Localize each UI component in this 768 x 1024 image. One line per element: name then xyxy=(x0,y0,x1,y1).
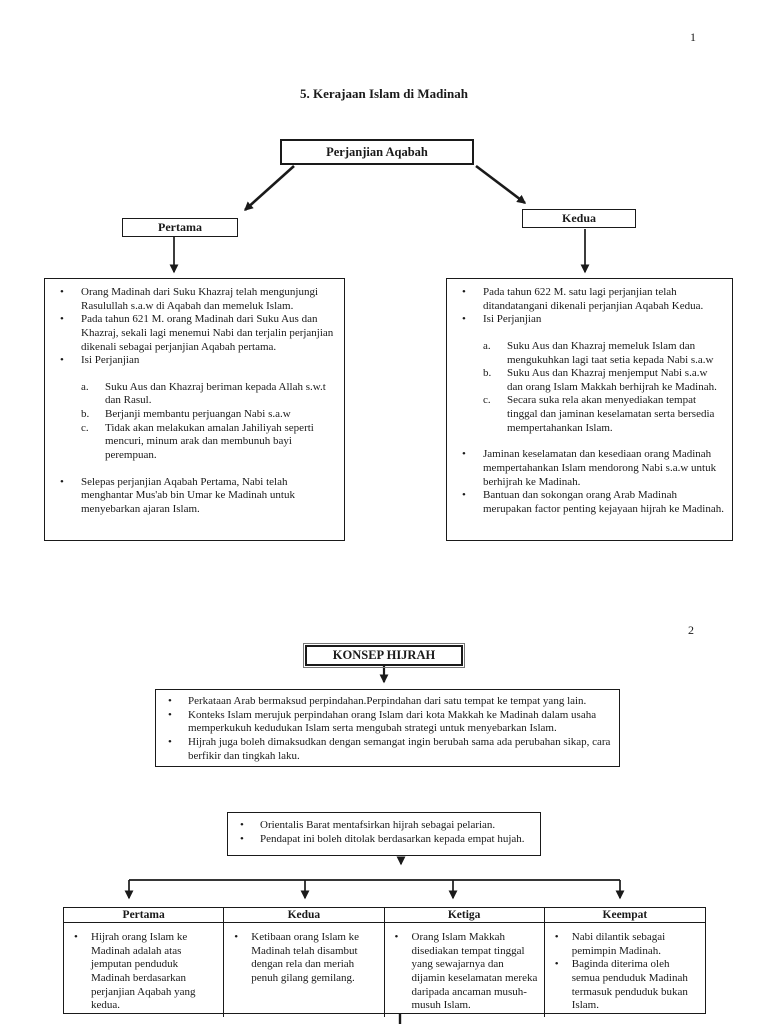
table-cell-pertama: Hijrah orang Islam ke Madinah adalah ata… xyxy=(64,923,225,1017)
list-item: Pada tahun 622 M. satu lagi perjanjian t… xyxy=(453,286,724,313)
table-header-pertama: Pertama xyxy=(64,908,225,923)
aqabah-kedua-bullets-bottom: Jaminan keselamatan dan kesediaan orang … xyxy=(453,448,724,516)
orientalis-rebuttal-bullets: Orientalis Barat mentafsirkan hijrah seb… xyxy=(234,819,532,846)
aqabah-kedua-sub-items: Suku Aus dan Khazraj memeluk Islam dan m… xyxy=(483,340,724,435)
table-cell-kedua-bullets: Ketibaan orang Islam ke Madinah telah di… xyxy=(227,931,378,986)
list-item: Pendapat ini boleh ditolak berdasarkan k… xyxy=(234,833,532,847)
aqabah-pertama-bullets: Orang Madinah dari Suku Khazraj telah me… xyxy=(51,286,336,368)
empat-hujah-table: Pertama Kedua Ketiga Keempat Hijrah oran… xyxy=(63,907,706,1017)
list-item: Jaminan keselamatan dan kesediaan orang … xyxy=(453,448,724,489)
list-item: Ketibaan orang Islam ke Madinah telah di… xyxy=(227,931,378,986)
list-item: Orientalis Barat mentafsirkan hijrah seb… xyxy=(234,819,532,833)
list-item: Nabi dilantik sebagai pemimpin Madinah. xyxy=(548,931,700,958)
list-item: Isi Perjanjian xyxy=(453,313,724,327)
list-item: Konteks Islam merujuk perpindahan orang … xyxy=(162,709,611,736)
table-cell-keempat-bullets: Nabi dilantik sebagai pemimpin Madinah.B… xyxy=(548,931,700,1013)
table-header-ketiga: Ketiga xyxy=(384,908,545,923)
aqabah-pertama-detail-box: Orang Madinah dari Suku Khazraj telah me… xyxy=(44,278,345,541)
orientalis-rebuttal-box: Orientalis Barat mentafsirkan hijrah seb… xyxy=(227,812,541,856)
flow-node-kedua: Kedua xyxy=(522,209,636,228)
aqabah-kedua-detail-box: Pada tahun 622 M. satu lagi perjanjian t… xyxy=(446,278,733,541)
flow-node-perjanjian-aqabah: Perjanjian Aqabah xyxy=(280,139,474,165)
list-item: Secara suka rela akan menyediakan tempat… xyxy=(483,394,715,434)
list-item: Selepas perjanjian Aqabah Pertama, Nabi … xyxy=(51,476,336,517)
list-item: Baginda diterima oleh semua penduduk Mad… xyxy=(548,958,700,1013)
aqabah-pertama-sub-items: Suku Aus dan Khazraj beriman kepada Alla… xyxy=(81,381,336,463)
table-cell-kedua: Ketibaan orang Islam ke Madinah telah di… xyxy=(224,923,385,1017)
flow-node-konsep-hijrah: KONSEP HIJRAH xyxy=(303,643,465,668)
flow-node-pertama: Pertama xyxy=(122,218,238,237)
list-item: Orang Madinah dari Suku Khazraj telah me… xyxy=(51,286,336,313)
hijrah-definition-bullets: Perkataan Arab bermaksud perpindahan.Per… xyxy=(162,695,611,763)
hijrah-definition-box: Perkataan Arab bermaksud perpindahan.Per… xyxy=(155,689,620,767)
list-item: Hijrah juga boleh dimaksudkan dengan sem… xyxy=(162,736,611,763)
list-item: Bantuan dan sokongan orang Arab Madinah … xyxy=(453,489,724,516)
aqabah-kedua-bullets: Pada tahun 622 M. satu lagi perjanjian t… xyxy=(453,286,724,327)
table-header-keempat: Keempat xyxy=(544,908,705,923)
list-item: Orang Islam Makkah disediakan tempat tin… xyxy=(388,931,539,1013)
list-item: Suku Aus dan Khazraj memeluk Islam dan m… xyxy=(483,339,714,366)
list-item: Tidak akan melakukan amalan Jahiliyah se… xyxy=(81,421,314,461)
list-item: Isi Perjanjian xyxy=(51,354,336,368)
table-cell-pertama-bullets: Hijrah orang Islam ke Madinah adalah ata… xyxy=(67,931,218,1013)
list-item: Suku Aus dan Khazraj menjemput Nabi s.a.… xyxy=(483,367,717,393)
table-cell-ketiga: Orang Islam Makkah disediakan tempat tin… xyxy=(385,923,545,1017)
table-cell-keempat: Nabi dilantik sebagai pemimpin Madinah.B… xyxy=(545,923,705,1017)
aqabah-pertama-bullets-bottom: Selepas perjanjian Aqabah Pertama, Nabi … xyxy=(51,476,336,517)
page-title: 5. Kerajaan Islam di Madinah xyxy=(300,86,468,101)
table-cell-ketiga-bullets: Orang Islam Makkah disediakan tempat tin… xyxy=(388,931,539,1013)
list-item: Berjanji membantu perjuangan Nabi s.a.w xyxy=(81,408,291,421)
list-item: Hijrah orang Islam ke Madinah adalah ata… xyxy=(67,931,218,1013)
list-item: Perkataan Arab bermaksud perpindahan.Per… xyxy=(162,695,611,709)
list-item: Pada tahun 621 M. orang Madinah dari Suk… xyxy=(51,313,336,354)
page-number-1: 1 xyxy=(690,30,696,44)
table-header-kedua: Kedua xyxy=(224,908,385,923)
list-item: Suku Aus dan Khazraj beriman kepada Alla… xyxy=(81,380,326,407)
page-number-2: 2 xyxy=(688,623,694,637)
